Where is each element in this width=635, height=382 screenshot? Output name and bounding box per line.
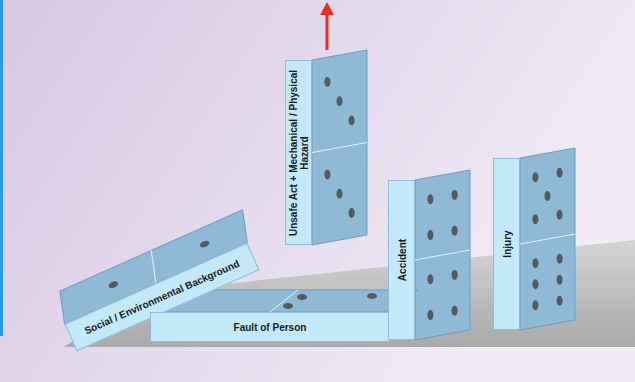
domino-pip (557, 168, 563, 178)
domino-pip (452, 226, 458, 236)
domino-divider (312, 143, 367, 153)
domino-pip (452, 270, 458, 280)
domino-label: Unsafe Act + Mechanical / Physical Hazar… (288, 67, 310, 238)
arrow-head (320, 2, 334, 15)
domino-label: Accident (396, 187, 407, 333)
domino-divider (520, 234, 575, 244)
domino-pip (349, 208, 355, 218)
domino-side-face (415, 170, 470, 340)
domino-side-face (520, 148, 575, 330)
arrow-shaft (326, 14, 329, 50)
domino-face: Unsafe Act + Mechanical / Physical Hazar… (285, 60, 312, 245)
domino-pip (557, 296, 563, 306)
domino-pip (108, 280, 120, 290)
domino-pip (367, 293, 377, 299)
domino-pip (324, 170, 330, 180)
domino-pip (337, 189, 343, 199)
domino-face: Fault of Person (150, 312, 390, 342)
domino-pip (283, 303, 293, 309)
domino-face: Accident (388, 180, 415, 340)
edge-bar (0, 0, 3, 336)
domino-face: Injury (493, 158, 520, 330)
domino-pip (199, 239, 211, 249)
domino-pip (532, 279, 538, 289)
lift-arrow (320, 2, 334, 50)
domino-divider (151, 250, 156, 283)
domino-side-face (312, 50, 367, 245)
domino-pip (557, 210, 563, 220)
domino-pip (349, 115, 355, 125)
domino-pip (427, 194, 433, 204)
domino-pip (557, 254, 563, 264)
domino-pip (427, 274, 433, 284)
domino-pip (532, 300, 538, 310)
domino-pip (452, 190, 458, 200)
domino-pip (297, 294, 307, 300)
domino-divider (415, 250, 470, 260)
domino-pip (427, 310, 433, 320)
domino-pip (427, 230, 433, 240)
domino-label: Injury (501, 165, 512, 323)
domino-pip (532, 172, 538, 182)
domino-pip (452, 306, 458, 316)
domino-pip (324, 77, 330, 87)
domino-label: Fault of Person (155, 322, 385, 333)
domino-pip (545, 191, 551, 201)
domino-pip (532, 214, 538, 224)
domino-pip (337, 96, 343, 106)
domino-pip (532, 258, 538, 268)
domino-divider (270, 290, 298, 312)
domino-pip (557, 275, 563, 285)
